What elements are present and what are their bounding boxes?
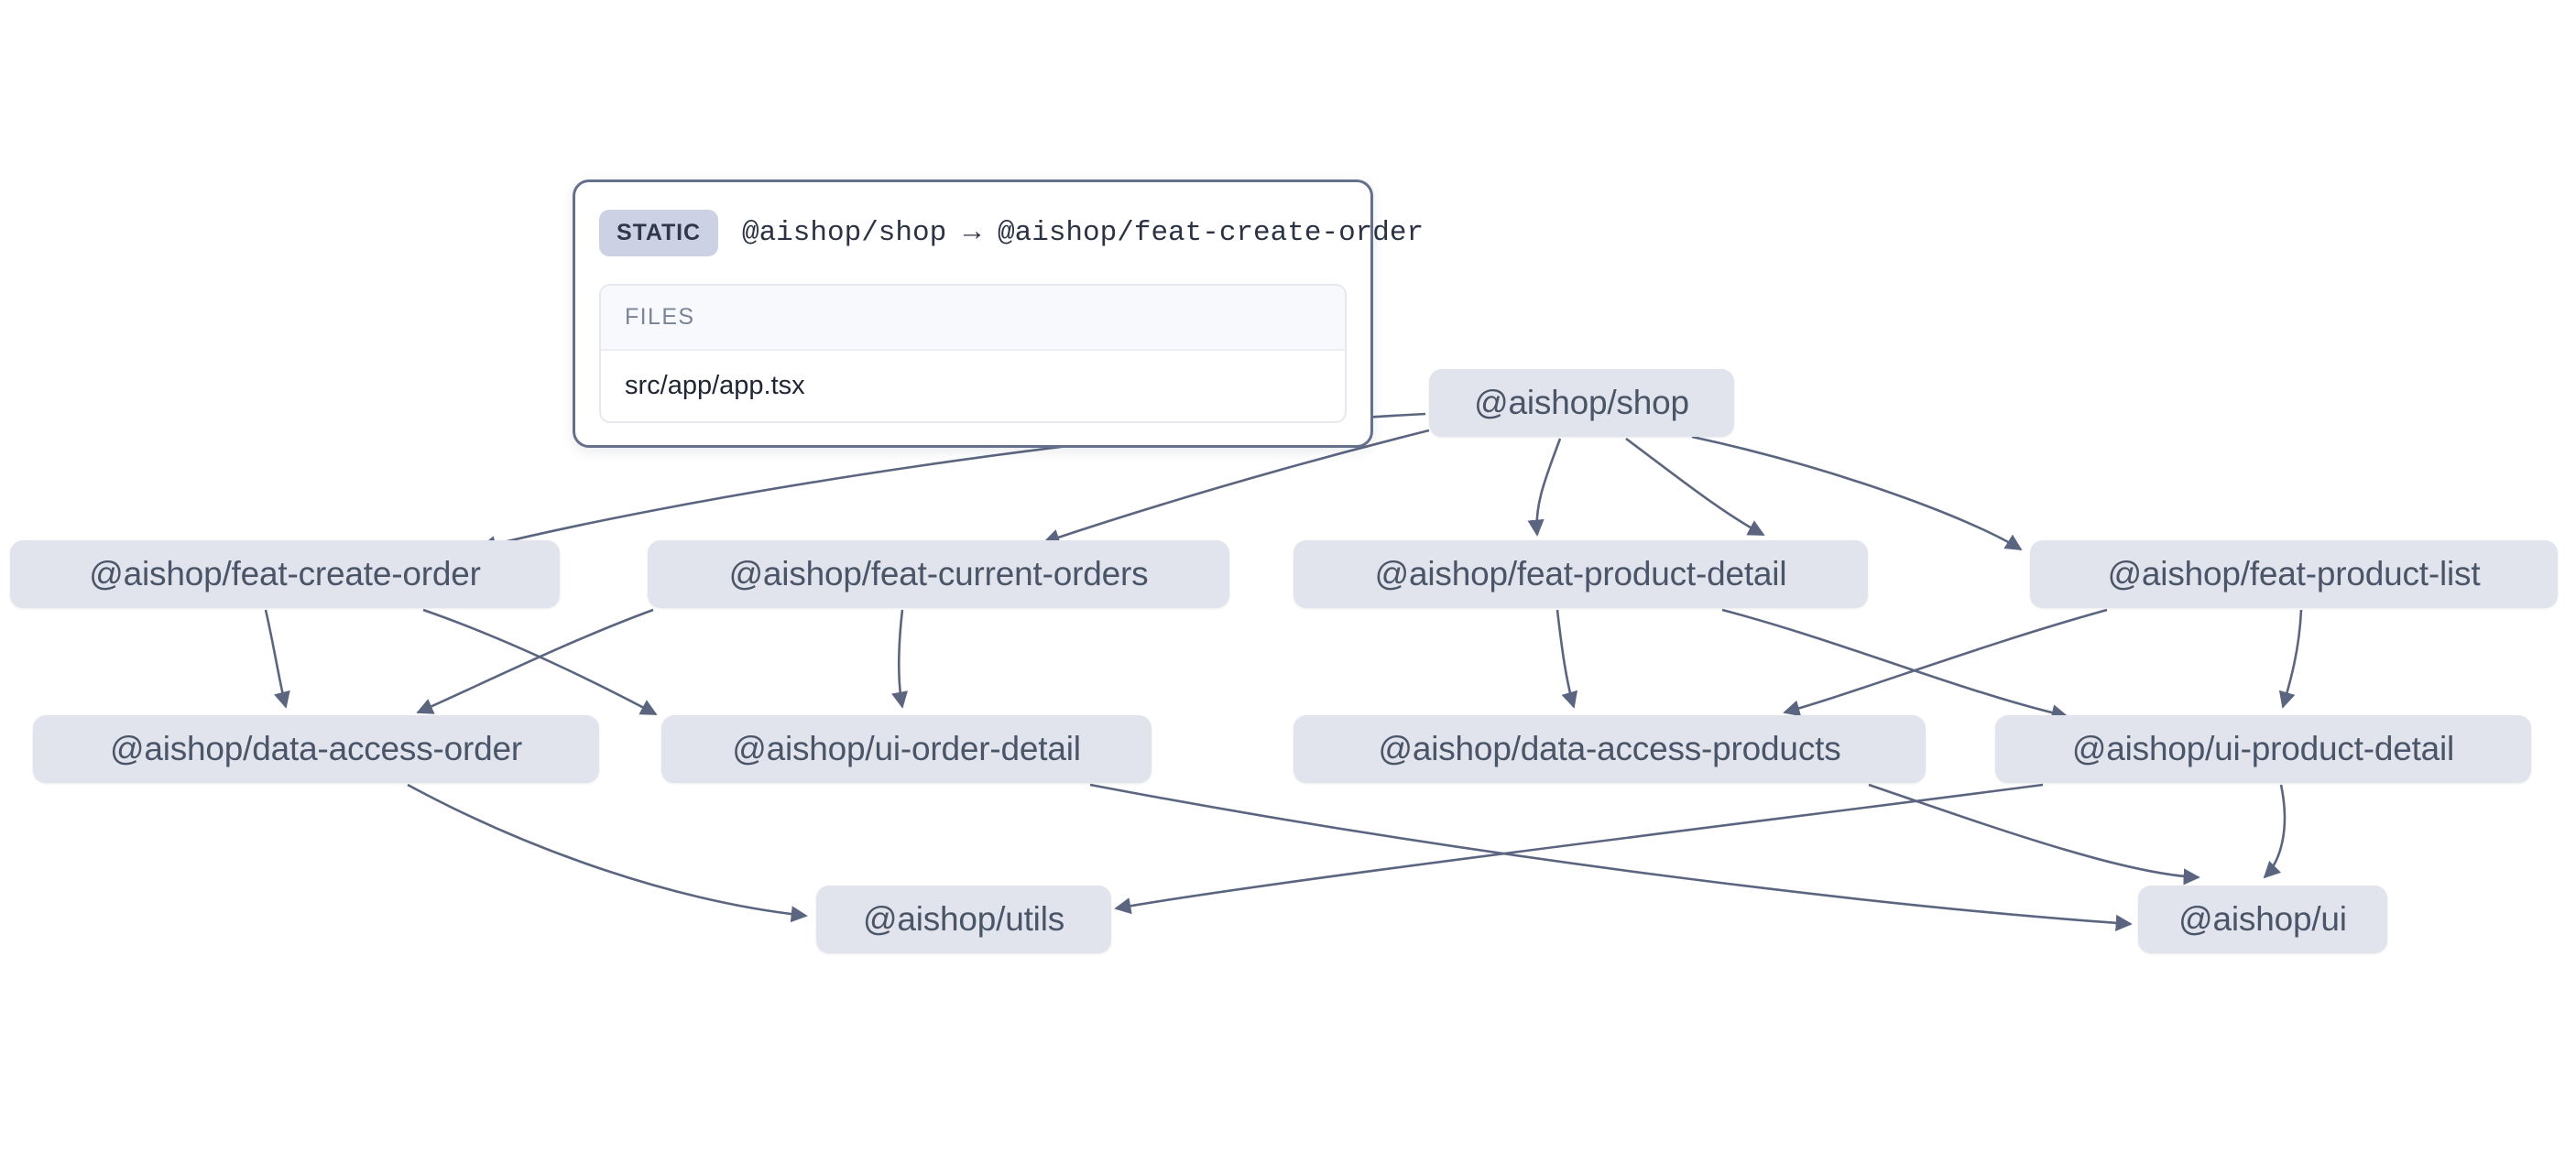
graph-node-label: @aishop/feat-product-detail: [1374, 555, 1787, 592]
graph-node-ui-product-detail[interactable]: @aishop/ui-product-detail: [1995, 715, 2531, 783]
graph-node-ui-order-detail[interactable]: @aishop/ui-order-detail: [661, 715, 1152, 783]
edge-feat-create-order-to-ui-order-detail: [422, 608, 658, 716]
dependency-type-badge: STATIC: [599, 210, 718, 256]
graph-node-shop[interactable]: @aishop/shop: [1429, 369, 1734, 437]
edge-tooltip-card[interactable]: STATIC @aishop/shop → @aishop/feat-creat…: [573, 179, 1424, 448]
edge-feat-product-list-to-ui-product-detail: [2278, 609, 2303, 709]
edge-feat-product-list-to-data-access-products: [1783, 608, 2108, 717]
graph-node-label: @aishop/utils: [862, 900, 1065, 938]
graph-node-label: @aishop/shop: [1474, 384, 1689, 421]
edge-ui-order-detail-to-ui: [1089, 783, 2133, 931]
graph-node-feat-create-order[interactable]: @aishop/feat-create-order: [10, 540, 560, 608]
graph-node-utils[interactable]: @aishop/utils: [816, 886, 1111, 953]
graph-node-feat-product-detail[interactable]: @aishop/feat-product-detail: [1293, 540, 1868, 608]
edge-ui-product-detail-to-utils: [1114, 783, 2044, 915]
edge-feat-product-detail-to-data-access-products: [1555, 609, 1578, 709]
graph-node-data-access-order[interactable]: @aishop/data-access-order: [33, 715, 599, 783]
edge-ui-product-detail-to-ui: [2263, 784, 2287, 879]
graph-node-ui[interactable]: @aishop/ui: [2138, 886, 2387, 953]
edge-tooltip-title: @aishop/shop → @aishop/feat-create-order: [741, 217, 1424, 249]
edge-tooltip-header: STATIC @aishop/shop → @aishop/feat-creat…: [599, 206, 1424, 260]
edge-feat-current-orders-to-data-access-order: [416, 608, 654, 714]
graph-node-label: @aishop/feat-current-orders: [728, 555, 1149, 592]
graph-node-label: @aishop/ui-order-detail: [732, 730, 1081, 767]
graph-node-label: @aishop/ui-product-detail: [2071, 730, 2455, 767]
files-panel-header: FILES: [601, 286, 1345, 351]
edge-data-access-products-to-ui: [1868, 783, 2200, 886]
file-list-item[interactable]: src/app/app.tsx: [601, 351, 1345, 421]
graph-node-feat-current-orders[interactable]: @aishop/feat-current-orders: [648, 540, 1229, 608]
graph-node-label: @aishop/data-access-products: [1378, 730, 1841, 767]
graph-node-feat-product-list[interactable]: @aishop/feat-product-list: [2030, 540, 2558, 608]
edge-shop-to-feat-product-list: [1691, 435, 2023, 551]
edge-feat-product-detail-to-ui-product-detail: [1721, 608, 2068, 722]
graph-node-label: @aishop/data-access-order: [109, 730, 523, 767]
graph-node-data-access-products[interactable]: @aishop/data-access-products: [1293, 715, 1926, 783]
graph-node-label: @aishop/ui: [2178, 900, 2347, 938]
graph-node-label: @aishop/feat-create-order: [89, 555, 481, 592]
edge-feat-create-order-to-data-access-order: [264, 609, 290, 709]
graph-node-label: @aishop/feat-product-list: [2107, 555, 2481, 592]
edge-shop-to-feat-product-detail-alt: [1625, 437, 1765, 537]
files-panel: FILES src/app/app.tsx: [599, 284, 1347, 423]
edge-feat-current-orders-to-ui-order-detail: [891, 609, 908, 709]
edge-shop-to-feat-product-detail: [1527, 438, 1562, 537]
edge-data-access-order-to-utils: [407, 783, 808, 923]
